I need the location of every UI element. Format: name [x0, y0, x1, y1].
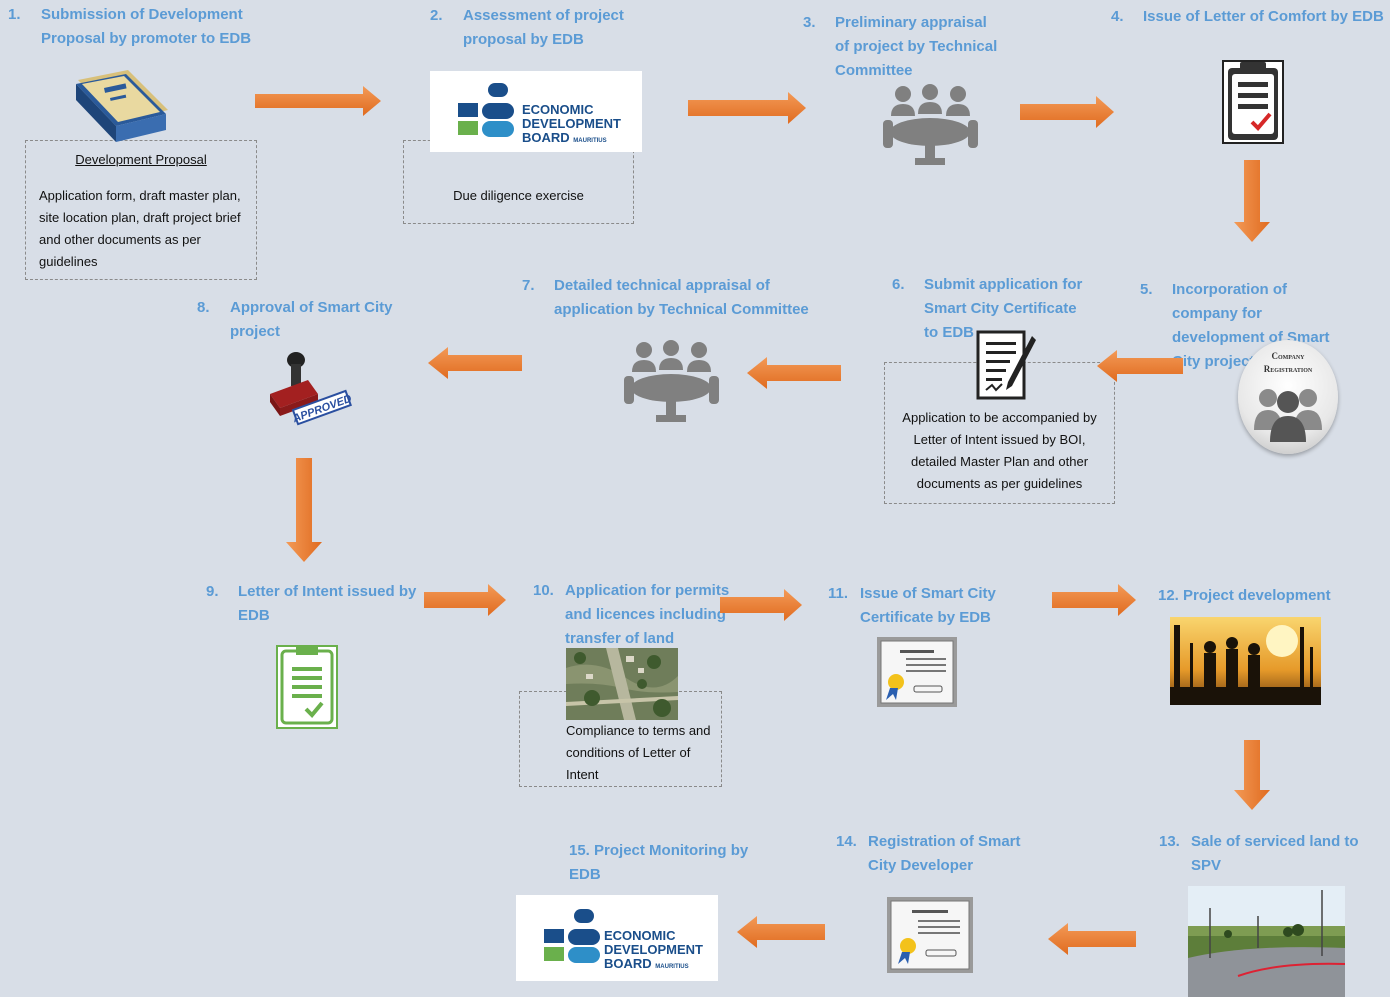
- meeting-icon: [883, 84, 978, 165]
- certificate-icon-2: [887, 897, 973, 973]
- edb-logo-bottom: ECONOMIC DEVELOPMENT BOARD MAURITIUS: [516, 895, 718, 981]
- step-1: 1. Submission of Development Proposal by…: [8, 3, 258, 51]
- step-8-label: Approval of Smart City project: [230, 299, 393, 340]
- step-15-label: 15. Project Monitoring by EDB: [569, 842, 749, 883]
- step-10: 10. Application for permits and licences…: [533, 579, 733, 651]
- step-9-label: Letter of Intent issued by EDB: [238, 583, 417, 624]
- arrow-right-1-2: [255, 86, 381, 116]
- step-13: 13. Sale of serviced land to SPV: [1159, 830, 1369, 878]
- arrow-right-9-10: [424, 584, 506, 616]
- step-7-label: Detailed technical appraisal of applicat…: [554, 277, 809, 318]
- development-proposal-box: Development Proposal Application form, d…: [25, 140, 257, 280]
- step-3: 3. Preliminary appraisal of project by T…: [803, 11, 1003, 83]
- arrow-right-3-4: [1020, 96, 1114, 128]
- due-diligence-box: Due diligence exercise: [403, 140, 634, 224]
- step-6-label: Submit application for Smart City Certif…: [924, 276, 1083, 341]
- compliance-text: Compliance to terms and conditions of Le…: [566, 723, 711, 782]
- arrow-right-11-12: [1052, 584, 1136, 616]
- development-proposal-title: Development Proposal: [75, 152, 207, 167]
- arrow-left-6-7: [747, 357, 841, 389]
- certificate-icon: [877, 637, 957, 707]
- step-12-label: 12. Project development: [1158, 587, 1331, 604]
- arrow-left-5-6: [1097, 350, 1183, 382]
- edb-logo-mark: [458, 83, 514, 137]
- step-2: 2. Assessment of project proposal by EDB: [430, 4, 630, 52]
- step-1-label: Submission of Development Proposal by pr…: [41, 6, 252, 47]
- step-11-label: Issue of Smart City Certificate by EDB: [860, 585, 996, 626]
- arrow-down-12-13: [1234, 740, 1270, 810]
- approved-stamp-icon: APPROVED: [270, 352, 353, 425]
- checklist-document-icon: [1222, 60, 1284, 144]
- edb-logo-top: ECONOMIC DEVELOPMENT BOARD MAURITIUS: [430, 71, 642, 152]
- arrow-right-10-11: [720, 589, 802, 621]
- step-4-label: Issue of Letter of Comfort by EDB: [1143, 8, 1384, 25]
- book-icon: [76, 70, 168, 142]
- application-text: Application to be accompanied by Letter …: [902, 410, 1097, 491]
- arrow-left-7-8: [428, 347, 522, 379]
- serviced-land-photo: [1188, 886, 1345, 997]
- meeting-icon-2: [624, 340, 719, 422]
- company-registration-icon: Company Registration: [1238, 340, 1338, 454]
- project-development-photo: [1170, 617, 1321, 705]
- step-11: 11. Issue of Smart City Certificate by E…: [828, 582, 1003, 630]
- step-4: 4. Issue of Letter of Comfort by EDB: [1111, 5, 1386, 29]
- step-12: 12. Project development: [1158, 584, 1378, 608]
- step-6: 6. Submit application for Smart City Cer…: [892, 273, 1092, 345]
- due-diligence-text: Due diligence exercise: [453, 188, 584, 203]
- step-14: 14. Registration of Smart City Developer: [836, 830, 1036, 878]
- step-13-label: Sale of serviced land to SPV: [1191, 833, 1359, 874]
- step-10-label: Application for permits and licences inc…: [565, 582, 730, 647]
- application-box: Application to be accompanied by Letter …: [884, 362, 1115, 504]
- development-proposal-body: Application form, draft master plan, sit…: [39, 188, 241, 269]
- arrow-right-2-3: [688, 92, 806, 124]
- step-9: 9. Letter of Intent issued by EDB: [206, 580, 421, 628]
- arrow-down-8-9: [286, 458, 322, 562]
- step-15: 15. Project Monitoring by EDB: [569, 839, 749, 887]
- green-checklist-icon: [276, 645, 338, 729]
- arrow-left-13-14: [1048, 923, 1136, 955]
- aerial-land-image: [566, 648, 678, 720]
- step-8: 8. Approval of Smart City project: [197, 296, 397, 344]
- step-3-label: Preliminary appraisal of project by Tech…: [835, 14, 998, 79]
- arrow-left-14-15: [737, 916, 825, 948]
- edb-logo-mark-2: [544, 909, 600, 963]
- step-2-label: Assessment of project proposal by EDB: [463, 7, 624, 48]
- step-7: 7. Detailed technical appraisal of appli…: [522, 274, 812, 322]
- step-14-label: Registration of Smart City Developer: [868, 833, 1021, 874]
- arrow-down-4-5: [1234, 160, 1270, 242]
- signed-document-icon: [976, 330, 1036, 400]
